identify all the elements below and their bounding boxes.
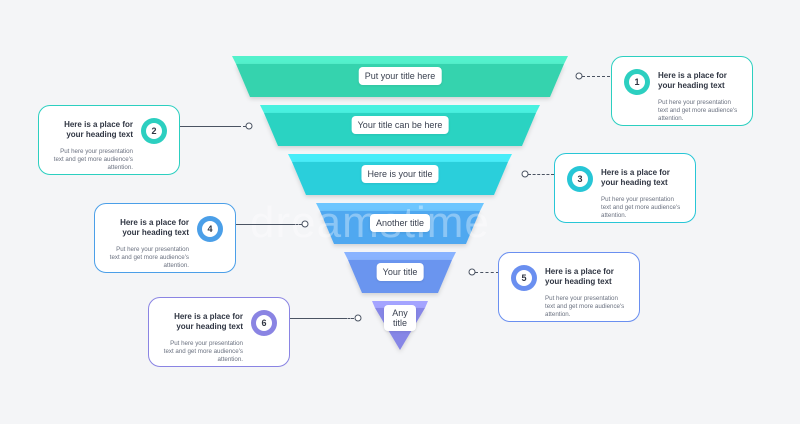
card-5-heading: Here is a place for your heading text bbox=[545, 267, 614, 286]
connector-6-dash bbox=[344, 318, 354, 320]
card-4-heading: Here is a place for your heading text bbox=[120, 218, 189, 237]
card-3: 3 Here is a place for your heading text … bbox=[554, 153, 696, 223]
card-3-heading: Here is a place for your heading text bbox=[601, 168, 670, 187]
tier-4-label: Another title bbox=[369, 214, 431, 232]
connector-2-dot bbox=[245, 122, 253, 130]
watermark-text: dreamstime bbox=[250, 198, 490, 248]
connector-6 bbox=[290, 318, 344, 319]
tier-2-label: Your title can be here bbox=[351, 116, 449, 134]
connector-1 bbox=[582, 76, 610, 78]
card-1-heading: Here is a place for your heading text bbox=[658, 71, 727, 90]
card-6-body: Put here your presentation text and get … bbox=[163, 340, 243, 363]
badge-5-icon: 5 bbox=[511, 265, 537, 291]
card-2: 2 Here is a place for your heading text … bbox=[38, 105, 180, 175]
tier-1-label: Put your title here bbox=[358, 67, 442, 85]
card-2-heading: Here is a place for your heading text bbox=[64, 120, 133, 139]
badge-6-icon: 6 bbox=[251, 310, 277, 336]
connector-4-dot bbox=[301, 220, 309, 228]
tier-6-label: Any title bbox=[384, 305, 416, 331]
card-6-heading: Here is a place for your heading text bbox=[174, 312, 243, 331]
badge-4-icon: 4 bbox=[197, 216, 223, 242]
card-4: 4 Here is a place for your heading text … bbox=[94, 203, 236, 273]
card-5-body: Put here your presentation text and get … bbox=[545, 295, 625, 318]
connector-2 bbox=[180, 126, 238, 127]
connector-2-dash bbox=[238, 126, 246, 128]
connector-1-dot bbox=[575, 72, 583, 80]
badge-2-icon: 2 bbox=[141, 118, 167, 144]
tier-5-label: Your title bbox=[376, 263, 424, 281]
card-5: 5 Here is a place for your heading text … bbox=[498, 252, 640, 322]
tier-3-label: Here is your title bbox=[361, 165, 439, 183]
card-2-body: Put here your presentation text and get … bbox=[53, 148, 133, 171]
connector-3 bbox=[528, 174, 554, 176]
tier-1-rim bbox=[232, 56, 568, 64]
connector-5 bbox=[475, 272, 499, 274]
tier-4-rim bbox=[316, 203, 484, 211]
connector-4-dash bbox=[292, 224, 302, 226]
tier-2-rim bbox=[260, 105, 540, 113]
tier-5-rim bbox=[344, 252, 456, 260]
card-1-body: Put here your presentation text and get … bbox=[658, 99, 738, 122]
card-1: 1 Here is a place for your heading text … bbox=[611, 56, 753, 126]
badge-1-icon: 1 bbox=[624, 69, 650, 95]
connector-4 bbox=[236, 224, 292, 225]
connector-5-dot bbox=[468, 268, 476, 276]
card-3-body: Put here your presentation text and get … bbox=[601, 196, 681, 219]
connector-6-dot bbox=[354, 314, 362, 322]
badge-3-icon: 3 bbox=[567, 166, 593, 192]
connector-3-dot bbox=[521, 170, 529, 178]
tier-3-rim bbox=[288, 154, 512, 162]
card-4-body: Put here your presentation text and get … bbox=[109, 246, 189, 269]
card-6: 6 Here is a place for your heading text … bbox=[148, 297, 290, 367]
